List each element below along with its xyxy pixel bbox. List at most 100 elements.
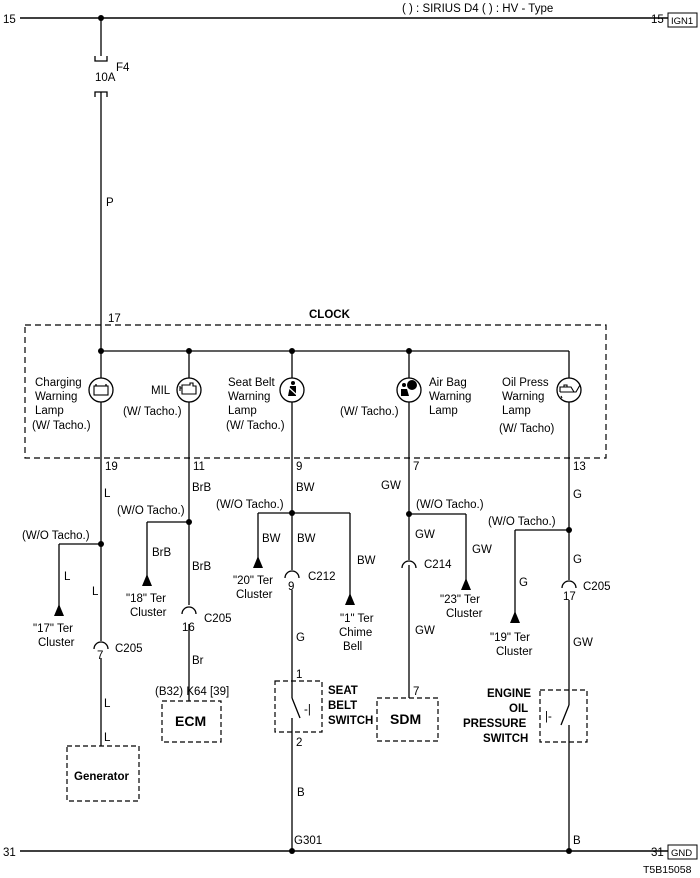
airbag-branch-target-1: "23" Ter bbox=[440, 594, 480, 606]
seatbelt-branch-label: (W/O Tacho.) bbox=[216, 499, 284, 511]
oil-switch-label-4: SWITCH bbox=[483, 733, 528, 745]
connector-c205-symbol bbox=[181, 606, 197, 615]
gnd-tag: GND bbox=[671, 848, 692, 859]
airbag-sdm-pin: 7 bbox=[413, 686, 419, 698]
airbag-circuit: GW (W/O Tacho.) GW GW C214 "23" Ter Clus… bbox=[381, 458, 492, 698]
terminal-arrow bbox=[510, 611, 520, 623]
mil-bottom-wire: Br bbox=[192, 655, 204, 667]
ign-tag: IGN1 bbox=[671, 16, 693, 27]
charging-connector-pin: 7 bbox=[97, 650, 103, 662]
oil-lamp-label-4: (W/ Tacho) bbox=[499, 423, 555, 435]
oil-branch-label: (W/O Tacho.) bbox=[488, 516, 556, 528]
ign-tag-box bbox=[667, 12, 698, 28]
mil-lamp-label-2: (W/ Tacho.) bbox=[123, 406, 182, 418]
mil-mid-wire: BrB bbox=[192, 561, 212, 573]
charging-connector: C205 bbox=[115, 643, 143, 655]
seatbelt-switch-label-1: SEAT bbox=[328, 685, 358, 697]
terminal-arrow bbox=[345, 593, 355, 605]
airbag-lamp-label-3: Lamp bbox=[429, 405, 458, 417]
mil-circuit: BrB (W/O Tacho.) BrB BrB "18" Ter Cluste… bbox=[117, 458, 232, 701]
seatbelt-circuit: BW (W/O Tacho.) BW BW BW "20" Ter Cluste… bbox=[216, 458, 376, 851]
oil-lamp-label-1: Oil Press bbox=[502, 377, 549, 389]
seatbelt-wire-top: BW bbox=[296, 482, 315, 494]
mil-branch-wire: BrB bbox=[152, 547, 172, 559]
airbag-lower-wire: GW bbox=[415, 625, 435, 637]
mil-lamp-bulb bbox=[176, 377, 202, 403]
charging-lamp-label-1: Charging bbox=[35, 377, 82, 389]
charging-branch-wire: L bbox=[64, 571, 71, 583]
charging-lamp-label-4: (W/ Tacho.) bbox=[32, 420, 91, 432]
airbag-lamp-label-1: Air Bag bbox=[429, 377, 467, 389]
oil-gnd-wire: B bbox=[573, 835, 581, 847]
ecm-pin-label: (B32) K64 [39] bbox=[155, 686, 229, 698]
mil-branch-target-2: Cluster bbox=[130, 607, 167, 619]
seatbelt-ground-label: G301 bbox=[294, 835, 322, 847]
battery-icon bbox=[93, 384, 109, 396]
oil-wire-top: G bbox=[573, 489, 582, 501]
oil-lamp-label-2: Warning bbox=[502, 391, 544, 403]
seatbelt-lamp-label-1: Seat Belt bbox=[228, 377, 275, 389]
engine-icon bbox=[179, 382, 197, 395]
splice-dot bbox=[289, 848, 295, 854]
oil-pin: 13 bbox=[573, 461, 586, 473]
generator-box: Generator bbox=[66, 745, 140, 802]
ecm-box: (B32) K64 [39] ECM bbox=[155, 686, 229, 743]
terminal-arrow bbox=[142, 574, 152, 586]
airbag-branch-target-2: Cluster bbox=[446, 608, 483, 620]
rail-bottom-right-label: 31 bbox=[651, 847, 664, 859]
sdm-box: SDM bbox=[376, 697, 439, 742]
connector-c205-symbol bbox=[561, 580, 577, 589]
clock-boundary bbox=[24, 324, 607, 459]
oil-can-icon bbox=[559, 384, 581, 399]
clock-module: CLOCK 17 Charging Warning Lamp (W/ Tacho… bbox=[24, 309, 607, 473]
airbag-lamp-label-4: (W/ Tacho.) bbox=[340, 406, 399, 418]
charging-bottom-wire-1: L bbox=[104, 698, 111, 710]
seatbelt-gnd-wire: B bbox=[297, 787, 305, 799]
rail-top-left-label: 15 bbox=[3, 14, 16, 26]
oil-pressure-switch: |- ENGINE OIL PRESSURE SWITCH bbox=[463, 688, 588, 745]
charging-branch-target-1: "17" Ter bbox=[33, 623, 73, 635]
seatbelt-connector: C212 bbox=[308, 571, 336, 583]
splice-dot bbox=[566, 848, 572, 854]
oil-branch-target-2: Cluster bbox=[496, 646, 533, 658]
mil-connector-pin: 16 bbox=[182, 622, 195, 634]
oil-branch-wire: G bbox=[519, 577, 528, 589]
top-rail: 15 15 IGN1 ( ) : SIRIUS D4 ( ) : HV - Ty… bbox=[3, 3, 698, 28]
connector-c214-symbol bbox=[401, 560, 417, 569]
charging-branch-target-2: Cluster bbox=[38, 637, 75, 649]
seatbelt-switch-label-3: SWITCH bbox=[328, 715, 373, 727]
seatbelt-branch-target-2: Cluster bbox=[236, 589, 273, 601]
fuse-name: F4 bbox=[116, 62, 130, 74]
seatbelt-switch-pin-bottom: 2 bbox=[296, 737, 302, 749]
terminal-arrow bbox=[253, 556, 263, 568]
fuse-feed: F4 10A P bbox=[94, 15, 130, 351]
seatbelt-switch-pin-top: 1 bbox=[296, 669, 302, 681]
airbag-connector: C214 bbox=[424, 559, 452, 571]
oil-lower-wire: GW bbox=[573, 637, 593, 649]
fuse-wire-color: P bbox=[106, 197, 114, 209]
ecm-label: ECM bbox=[175, 713, 206, 729]
seatbelt-mid-wire: BW bbox=[297, 533, 316, 545]
airbag-icon bbox=[401, 380, 417, 396]
splice-dot bbox=[98, 15, 104, 21]
charging-lamp-bulb bbox=[88, 377, 114, 403]
airbag-mid-wire: GW bbox=[415, 529, 435, 541]
seatbelt-lamp-label-2: Warning bbox=[228, 391, 270, 403]
seatbelt-icon bbox=[286, 381, 299, 397]
airbag-wire-top: GW bbox=[381, 480, 401, 492]
generator-label: Generator bbox=[74, 771, 129, 783]
mil-pin: 11 bbox=[193, 461, 205, 473]
oil-connector-pin: 17 bbox=[563, 591, 576, 603]
seatbelt-connector-pin: 9 bbox=[288, 581, 294, 593]
seatbelt-chime-wire: BW bbox=[357, 555, 376, 567]
charging-branch-label: (W/O Tacho.) bbox=[22, 530, 90, 542]
charging-bottom-wire-2: L bbox=[104, 732, 111, 744]
charging-pin: 19 bbox=[105, 461, 118, 473]
legend-text: ( ) : SIRIUS D4 ( ) : HV - Type bbox=[402, 3, 553, 15]
airbag-lamp-label-2: Warning bbox=[429, 391, 471, 403]
mil-connector: C205 bbox=[204, 613, 232, 625]
terminal-arrow bbox=[54, 604, 64, 616]
seatbelt-lamp-label-3: Lamp bbox=[228, 405, 257, 417]
mil-branch-label: (W/O Tacho.) bbox=[117, 505, 185, 517]
